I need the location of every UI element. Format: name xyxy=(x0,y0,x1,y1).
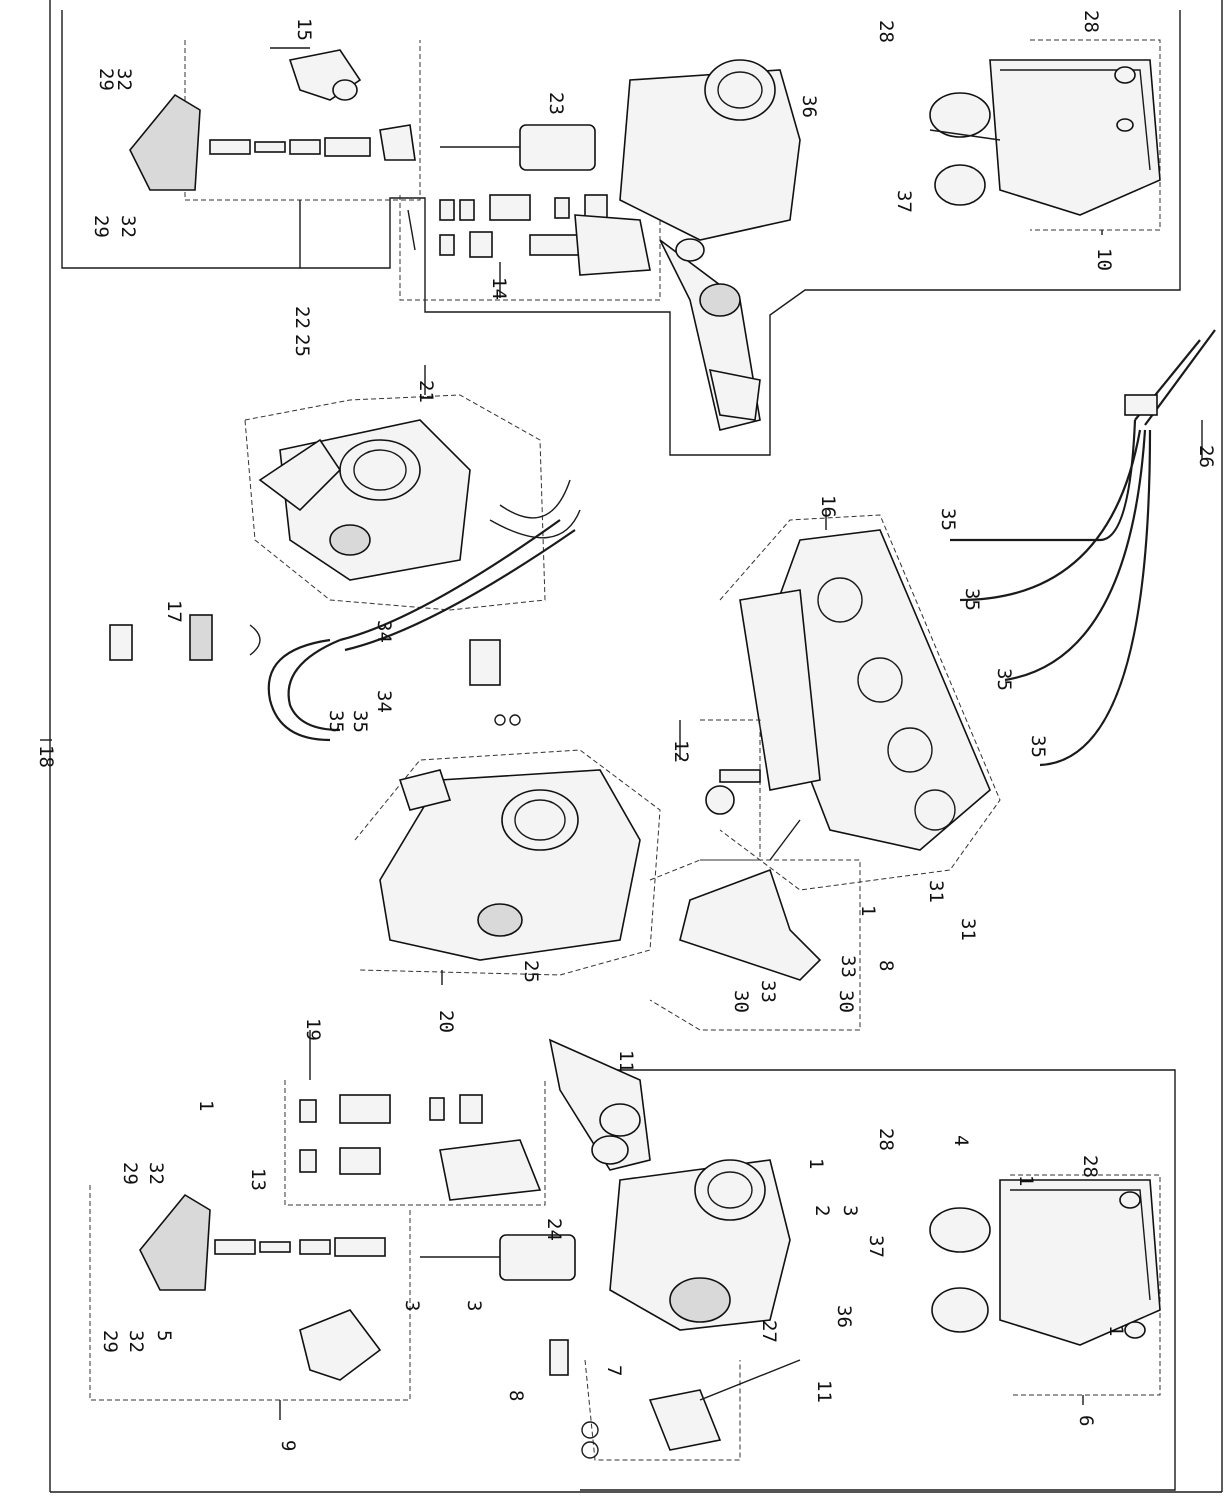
callout-n15: 15 xyxy=(293,18,315,41)
callout-n34b: 34 xyxy=(373,690,395,713)
callout-n35f: 35 xyxy=(349,710,371,733)
callout-n12: 12 xyxy=(670,740,692,763)
vacuum-lines-26 xyxy=(950,329,1216,767)
top-float-bowl xyxy=(929,59,1161,216)
callout-n36b: 36 xyxy=(833,1305,855,1328)
callout-n1d: 1 xyxy=(1015,1175,1037,1186)
callout-n29a: 29 xyxy=(95,68,117,91)
callout-n3c: 3 xyxy=(839,1205,861,1216)
callout-n8a: 8 xyxy=(875,960,897,971)
callout-n34a: 34 xyxy=(373,620,395,643)
callout-n32b: 32 xyxy=(117,215,139,238)
callout-n30a: 30 xyxy=(730,990,752,1013)
callout-n18: 18 xyxy=(35,745,57,768)
callout-n28a: 28 xyxy=(875,20,897,43)
callout-n6: 6 xyxy=(1075,1415,1097,1426)
callout-n35c: 35 xyxy=(993,668,1015,691)
callout-n14: 14 xyxy=(488,277,510,300)
callout-n23: 23 xyxy=(545,92,567,115)
callout-n20: 20 xyxy=(435,1010,457,1033)
callout-n28c: 28 xyxy=(875,1128,897,1151)
bottom-float-chamber-cover xyxy=(139,1193,576,1381)
callout-n29d: 29 xyxy=(99,1330,121,1353)
part-17 xyxy=(109,614,261,661)
leader-lines xyxy=(279,200,1203,1420)
middle-upper-carburetor xyxy=(244,394,581,611)
callout-n28b: 28 xyxy=(1080,10,1102,33)
top-carburetor-body xyxy=(619,59,801,431)
top-float-chamber-cover xyxy=(129,47,596,191)
callout-n8b: 8 xyxy=(505,1390,527,1401)
callout-n11b: 11 xyxy=(813,1380,835,1403)
callout-n19: 19 xyxy=(302,1018,324,1041)
callout-n22: 22 xyxy=(291,306,313,329)
callout-n7: 7 xyxy=(603,1365,625,1376)
callout-n3a: 3 xyxy=(401,1300,423,1311)
callout-n35d: 35 xyxy=(1027,735,1049,758)
callout-n25b: 25 xyxy=(520,960,542,983)
bottom-float-bowl-6 xyxy=(929,1179,1161,1346)
callout-n29c: 29 xyxy=(119,1162,141,1185)
callout-n2: 2 xyxy=(811,1205,833,1216)
callout-n16: 16 xyxy=(817,495,839,518)
accelerator-pump-group-13 xyxy=(299,1094,542,1201)
callout-n27: 27 xyxy=(758,1320,780,1343)
callout-n24: 24 xyxy=(543,1218,565,1241)
callout-n35b: 35 xyxy=(961,588,983,611)
callout-n32c: 32 xyxy=(145,1162,167,1185)
callout-n1e: 1 xyxy=(1105,1325,1127,1336)
callout-n4: 4 xyxy=(950,1135,972,1146)
throttle-linkage-12-8 xyxy=(649,719,861,1031)
callout-n11a: 11 xyxy=(615,1050,637,1073)
callout-n37a: 37 xyxy=(893,190,915,213)
callout-n31b: 31 xyxy=(957,918,979,941)
fuel-hoses-34 xyxy=(267,519,576,742)
callout-n1a: 1 xyxy=(857,905,879,916)
callout-n36a: 36 xyxy=(798,95,820,118)
callout-n25a: 25 xyxy=(291,334,313,357)
callout-n21: 21 xyxy=(415,380,437,403)
bottom-carburetor-group-outline xyxy=(89,1069,1176,1491)
choke-linkage-bottom xyxy=(549,1339,801,1461)
callout-n5: 5 xyxy=(153,1330,175,1341)
callout-n31a: 31 xyxy=(925,880,947,903)
callout-n33b: 33 xyxy=(837,955,859,978)
callout-n3b: 3 xyxy=(463,1300,485,1311)
callout-n32d: 32 xyxy=(125,1330,147,1353)
callout-n1c: 1 xyxy=(805,1158,827,1169)
intake-manifold-16 xyxy=(719,514,1001,891)
callout-n32a: 32 xyxy=(113,68,135,91)
callout-n29b: 29 xyxy=(90,215,112,238)
middle-lower-carburetor-20 xyxy=(354,749,661,976)
callout-n10: 10 xyxy=(1093,248,1115,271)
callout-n1b: 1 xyxy=(195,1100,217,1111)
callout-n37b: 37 xyxy=(865,1235,887,1258)
callout-n33a: 33 xyxy=(757,980,779,1003)
callout-n13: 13 xyxy=(247,1168,269,1191)
bottom-carburetor-body xyxy=(548,1038,791,1331)
callout-n28d: 28 xyxy=(1079,1155,1101,1178)
accelerator-pump-group-14 xyxy=(407,194,651,276)
callout-n26: 26 xyxy=(1195,445,1217,468)
callout-n35e: 35 xyxy=(325,710,347,733)
callout-n17: 17 xyxy=(163,600,185,623)
callout-n35a: 35 xyxy=(937,508,959,531)
diagram-border xyxy=(40,0,1223,1493)
callout-n9: 9 xyxy=(277,1440,299,1451)
callout-n30b: 30 xyxy=(835,990,857,1013)
